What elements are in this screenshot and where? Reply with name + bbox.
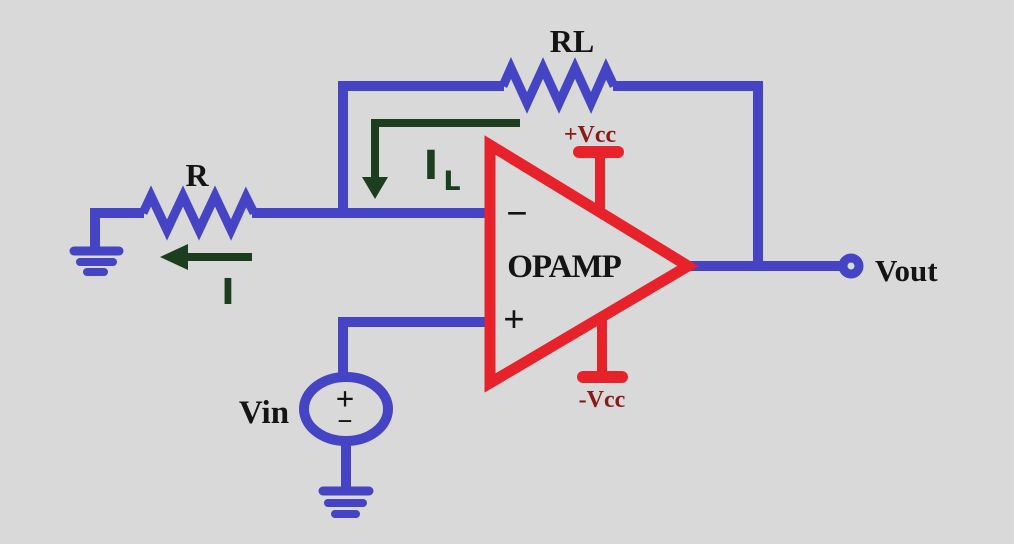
current-il-arrowhead: [362, 177, 388, 199]
ground-symbol-left: [69, 208, 144, 276]
current-il-label-sub: L: [443, 166, 460, 197]
current-il-label: I: [424, 143, 439, 189]
feedback-wire-left: [338, 81, 504, 213]
current-i-annotation: I: [160, 244, 252, 313]
vout-label: Vout: [875, 253, 938, 288]
ground-wire-left: [90, 208, 144, 251]
resistor-rl-label: RL: [550, 23, 594, 59]
current-i-arrowhead: [160, 244, 188, 270]
negative-supply: -Vcc: [577, 317, 628, 413]
noninverting-input-wire: [338, 317, 492, 379]
ground-symbol-vin: [318, 441, 374, 518]
vout-terminal: [838, 253, 864, 279]
current-il-arrow: [371, 119, 520, 178]
negative-supply-label: -Vcc: [579, 387, 626, 413]
opamp-triangle: [484, 135, 699, 393]
noninverting-input-sign: +: [503, 299, 525, 341]
current-il-annotation: I L: [362, 119, 520, 199]
vin-label: Vin: [239, 395, 289, 431]
resistor-r-zigzag: [138, 185, 259, 241]
resistor-rl-zigzag: [498, 57, 619, 114]
opamp-label: OPAMP: [507, 249, 621, 285]
vin-source-minus: −: [337, 406, 352, 436]
resistor-r-label: R: [185, 157, 209, 193]
inverting-input-sign: −: [506, 193, 528, 235]
current-i-label: I: [221, 272, 234, 313]
positive-supply: +Vcc: [564, 122, 624, 212]
vin-source-plus: +: [336, 382, 355, 418]
positive-supply-label: +Vcc: [564, 122, 617, 148]
feedback-wire-right: [613, 81, 763, 266]
